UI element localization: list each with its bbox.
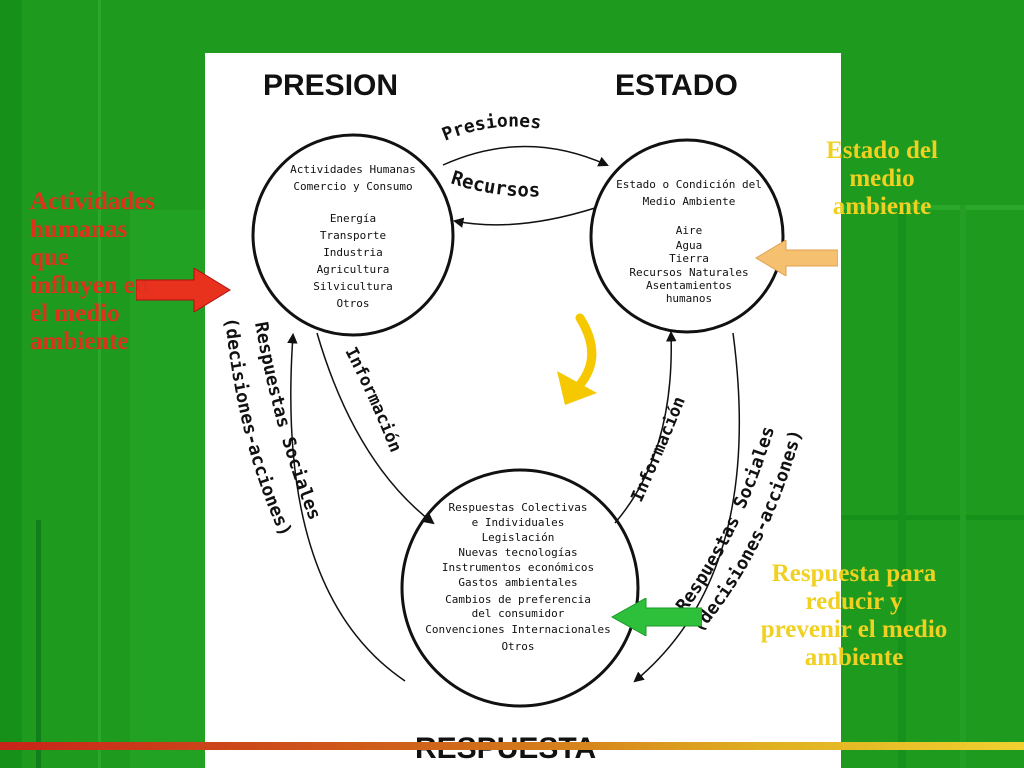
pressure-line: Transporte <box>320 229 386 242</box>
state-circle <box>589 138 785 334</box>
response-line: del consumidor <box>472 607 565 620</box>
response-line: Convenciones Internacionales <box>425 623 610 636</box>
state-annotation: Estado del medio ambiente <box>826 137 938 220</box>
pressure-line: Energía <box>330 212 376 225</box>
response-line: Otros <box>501 640 534 653</box>
bottom-gradient-rule <box>0 742 1024 750</box>
resources-label-path: Recursos <box>448 167 540 202</box>
pressure-annotation: Actividades humanas que influyen en el m… <box>30 188 155 355</box>
heading-state: ESTADO <box>615 69 738 102</box>
response-circle <box>400 468 640 708</box>
state-circle-text: Estado o Condición del Medio Ambiente Ai… <box>616 178 762 305</box>
diagram-panel: PRESION ESTADO RESPUESTA Actividades Hum… <box>205 53 841 768</box>
background-stripe <box>0 0 22 768</box>
pressure-line: Comercio y Consumo <box>293 180 412 193</box>
pressure-line: Actividades Humanas <box>290 163 416 176</box>
social-left-arrow <box>287 332 406 682</box>
background-stripe <box>898 205 906 768</box>
pressures-arrow <box>442 145 609 167</box>
pressures-label-path: Presiones <box>439 110 543 145</box>
pressure-circle-text: Actividades Humanas Comercio y Consumo E… <box>290 163 416 310</box>
state-line: Asentamientos <box>646 279 732 292</box>
social-right-arrow <box>633 332 741 683</box>
response-line: Respuestas Colectivas <box>448 501 587 514</box>
response-line: Gastos ambientales <box>458 576 577 589</box>
pressure-line: Silvicultura <box>313 280 392 293</box>
info-right-arrow <box>614 330 677 524</box>
info-right-label: Información <box>627 394 690 505</box>
pressure-pointer-arrow-icon <box>136 268 231 312</box>
state-line: Recursos Naturales <box>629 266 748 279</box>
cycle-arrow-icon <box>557 313 597 405</box>
info-left-label-path: Información <box>341 344 406 455</box>
info-left-arrow <box>316 332 435 525</box>
response-line: e Individuales <box>472 516 565 529</box>
state-pointer-arrow-icon <box>755 240 838 276</box>
background-stripe <box>130 210 205 768</box>
psr-diagram: PRESION ESTADO RESPUESTA Actividades Hum… <box>220 69 807 765</box>
pressure-line: Otros <box>336 297 369 310</box>
background-stripe <box>960 205 966 768</box>
info-right-label-path: Información <box>627 394 690 505</box>
pressure-circle <box>251 133 455 337</box>
info-left-label: Información <box>341 344 406 455</box>
response-line: Cambios de preferencia <box>445 593 591 606</box>
pressure-line: Industria <box>323 246 383 259</box>
response-annotation: Respuesta para reducir y prevenir el med… <box>760 560 948 671</box>
pressure-line: Agricultura <box>317 263 390 276</box>
state-line: Aire <box>676 224 703 237</box>
state-line: Medio Ambiente <box>643 195 736 208</box>
response-pointer-arrow-icon <box>610 598 702 636</box>
response-line: Legislación <box>482 531 555 544</box>
background-band <box>841 515 1024 520</box>
response-line: Nuevas tecnologías <box>458 546 577 559</box>
background-band <box>841 205 1024 210</box>
pressures-label: Presiones <box>439 110 543 145</box>
response-line: Instrumentos económicos <box>442 561 594 574</box>
resources-arrow <box>452 207 596 228</box>
state-line: humanos <box>666 292 712 305</box>
state-line: Agua <box>676 239 703 252</box>
state-line: Tierra <box>669 252 709 265</box>
background-stripe <box>98 0 101 768</box>
state-line: Estado o Condición del <box>616 178 762 191</box>
background-stripe <box>36 520 41 768</box>
response-circle-text: Respuestas Colectivas e Individuales Leg… <box>425 501 610 653</box>
resources-label: Recursos <box>448 167 540 202</box>
heading-pressure: PRESION <box>263 69 398 102</box>
